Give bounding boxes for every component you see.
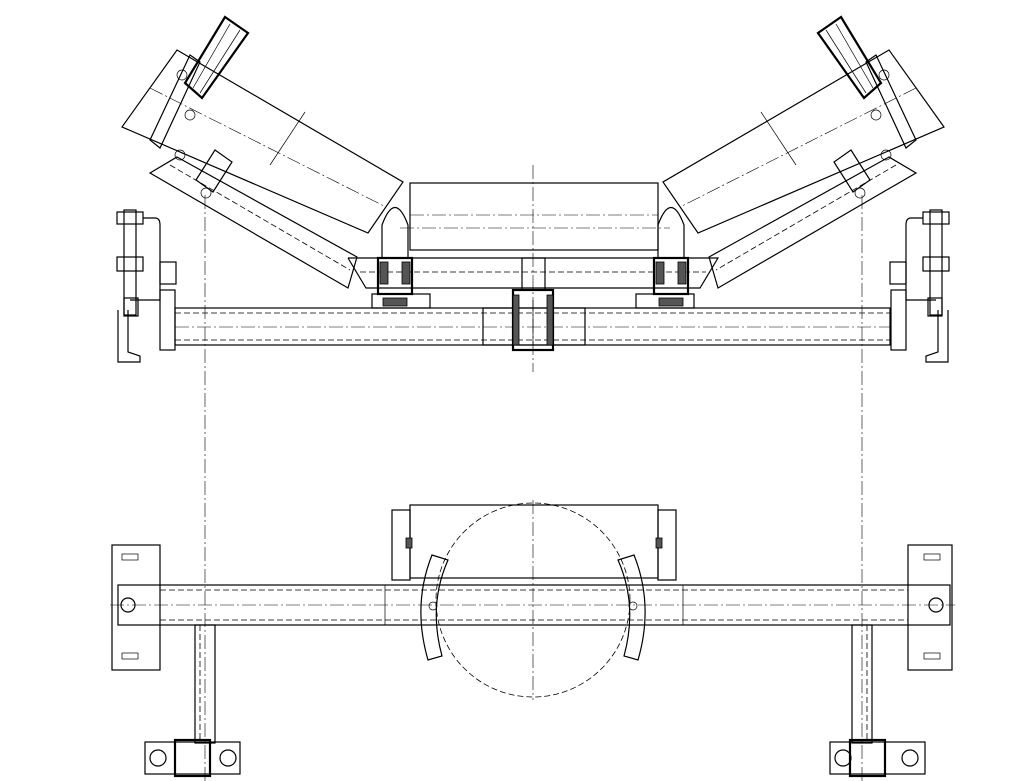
plan-beam [117, 584, 951, 626]
plan-roller [391, 504, 677, 581]
slot-arcs [420, 554, 646, 661]
wing-roller [121, 49, 404, 234]
end-plates [111, 544, 953, 671]
legs [194, 624, 873, 744]
wing-frame [148, 156, 358, 289]
wing-assembly-left [116, 15, 431, 363]
plan-view [111, 502, 953, 778]
feet [144, 738, 926, 778]
center-frame [347, 257, 720, 289]
center-roller [409, 182, 659, 251]
end-bracket [116, 209, 177, 363]
center-lines [110, 165, 955, 781]
cross-beam [174, 307, 891, 346]
wing-assembly-right [634, 15, 951, 364]
bearing-block [371, 206, 431, 309]
front-view [116, 15, 951, 364]
rotation-circle [435, 502, 631, 698]
center-post [511, 257, 555, 352]
